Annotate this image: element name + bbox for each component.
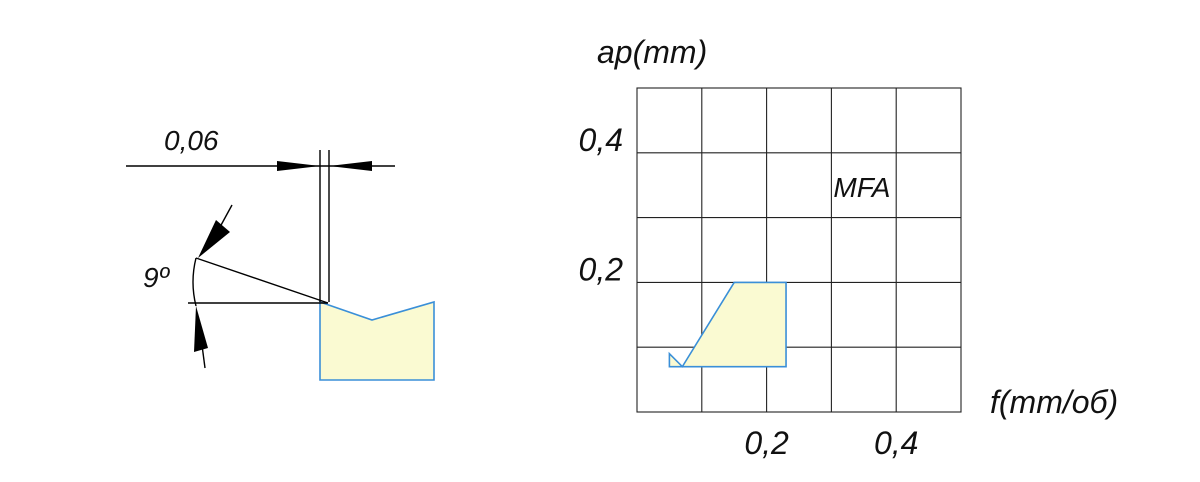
insert-detail: 0,06 9º bbox=[126, 125, 435, 381]
angle-arrow-upper bbox=[198, 220, 230, 258]
y-tick-label: 0,2 bbox=[579, 251, 624, 287]
chip-breaker-chart: 0,2 0,4 0,2 0,4 ap(mm) f(mm/об) MFA bbox=[579, 34, 1119, 461]
angle-arc bbox=[192, 257, 197, 307]
width-dimension-label: 0,06 bbox=[164, 125, 219, 156]
application-area bbox=[668, 281, 787, 368]
width-arrow-right bbox=[329, 161, 372, 171]
insert-body bbox=[319, 300, 435, 381]
inclined-reference-line bbox=[195, 257, 329, 304]
chart-marks bbox=[668, 281, 787, 368]
y-axis-label: ap(mm) bbox=[597, 34, 707, 70]
plot-frame bbox=[636, 87, 962, 413]
x-axis-label: f(mm/об) bbox=[990, 384, 1118, 420]
tick-labels: 0,2 0,4 0,2 0,4 bbox=[579, 122, 919, 461]
width-arrow-left bbox=[277, 161, 320, 171]
angle-dimension-label: 9º bbox=[143, 262, 171, 293]
region-label: MFA bbox=[833, 172, 890, 203]
angle-arrow-lower bbox=[194, 306, 208, 352]
x-tick-label: 0,2 bbox=[744, 425, 789, 461]
x-tick-label: 0,4 bbox=[874, 425, 918, 461]
y-tick-label: 0,4 bbox=[579, 122, 623, 158]
